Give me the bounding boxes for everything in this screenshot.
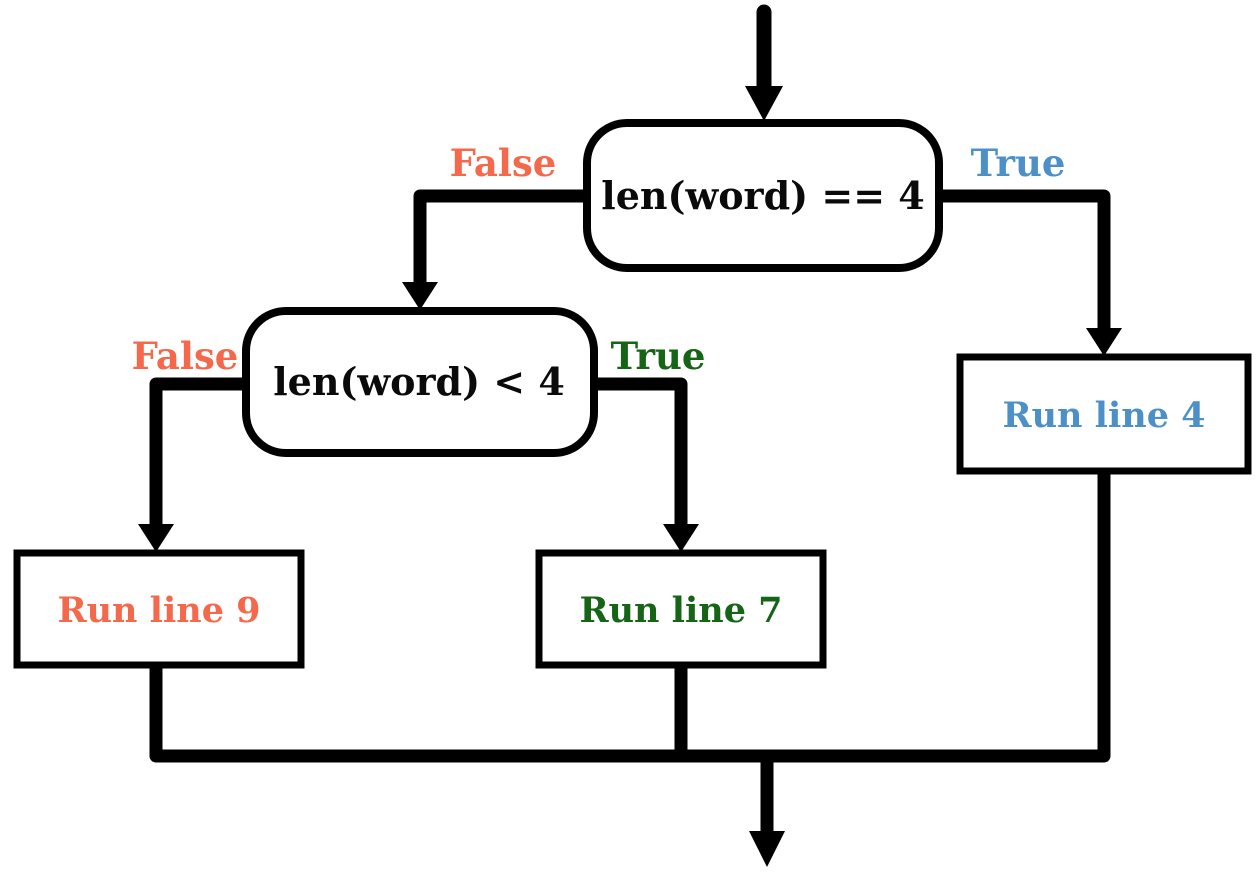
branch-label-decision2-false: False [132, 334, 239, 378]
decision2-false-arrowhead-icon [138, 524, 174, 552]
branch-label-decision2-true: True [611, 334, 706, 378]
edge-decision1-false [413, 189, 590, 296]
node-action-run-line-4 [956, 353, 1252, 475]
edge-decision2-false [149, 377, 248, 536]
edge-merge-bar [149, 470, 1111, 763]
exit-arrowhead-icon [749, 831, 785, 867]
edge-decision2-true [590, 377, 688, 536]
node-label-run-line-9: Run line 9 [57, 590, 260, 631]
node-label-decision-len-equals-4: len(word) == 4 [601, 173, 924, 218]
node-label-decision-len-less-than-4: len(word) < 4 [273, 359, 565, 404]
decision1-false-arrowhead-icon [402, 282, 438, 310]
node-decision-len-equals-4 [583, 119, 943, 272]
decision2-true-arrowhead-icon [663, 524, 699, 552]
node-label-run-line-7: Run line 7 [579, 590, 782, 631]
node-action-run-line-7 [535, 549, 827, 669]
node-decision-len-less-than-4 [242, 307, 598, 457]
decision1-true-arrowhead-icon [1086, 328, 1122, 356]
edge-decision1-true [936, 189, 1111, 340]
node-action-run-line-9 [13, 549, 305, 669]
entry-arrowhead-icon [745, 86, 783, 121]
branch-label-decision1-false: False [450, 141, 557, 185]
node-label-run-line-4: Run line 4 [1002, 395, 1205, 436]
branch-label-decision1-true: True [971, 141, 1066, 185]
